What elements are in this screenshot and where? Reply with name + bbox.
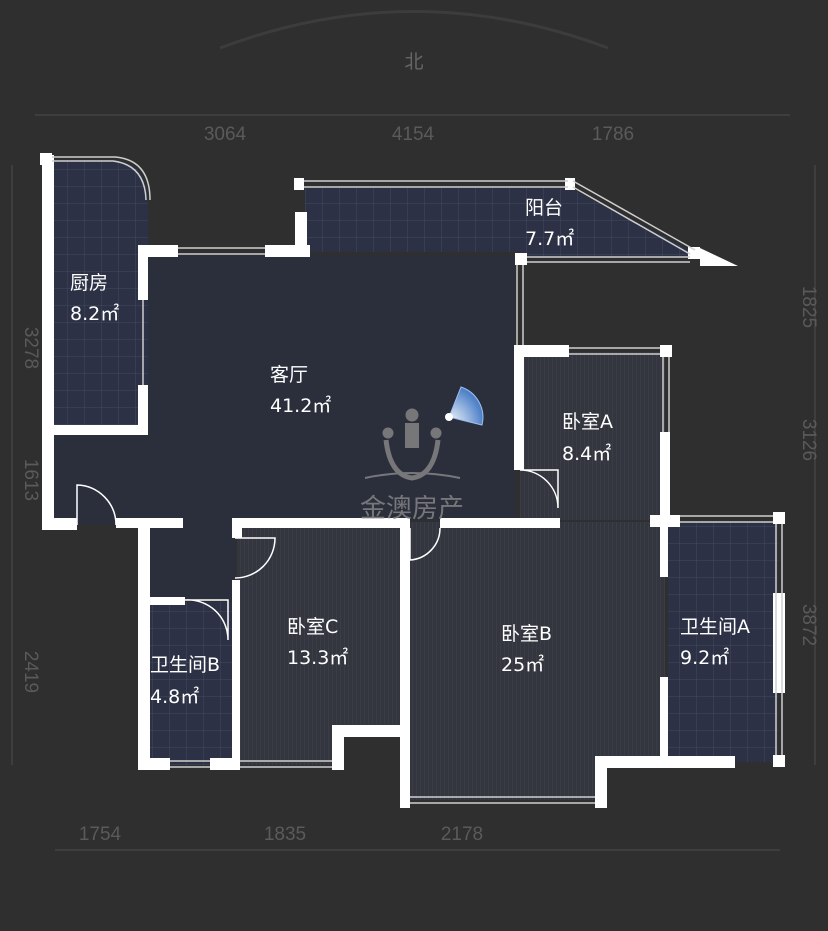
balcony-name: 阳台 — [525, 197, 563, 219]
dim-bottom-2: 1835 — [264, 824, 306, 845]
bathroom-b-name: 卫生间B — [150, 654, 220, 676]
kitchen-area: 8.2㎡ — [70, 302, 119, 325]
bathroom-a-name: 卫生间A — [680, 616, 750, 638]
living-room-floor — [50, 255, 515, 600]
dim-top-1: 3064 — [204, 124, 247, 145]
bedroom-b-area: 25㎡ — [501, 653, 544, 676]
walls — [40, 153, 785, 808]
watermark-text: 金澳房产 — [360, 494, 464, 524]
compass-arc — [219, 10, 609, 50]
kitchen-floor — [52, 160, 148, 432]
doors — [76, 469, 559, 641]
balcony-area: 7.7㎡ — [525, 227, 574, 250]
dim-bottom-3: 2178 — [441, 824, 483, 845]
north-label: 北 — [404, 51, 423, 73]
bedroom-c-area: 13.3㎡ — [287, 646, 348, 669]
watermark-logo: 金澳房产 — [360, 408, 464, 524]
bathroom-b-floor — [150, 602, 235, 765]
view-cone-icon — [448, 386, 484, 426]
dim-top-2: 4154 — [392, 124, 435, 145]
dim-right-2: 3126 — [798, 419, 819, 461]
dim-bottom-1: 1754 — [79, 824, 122, 845]
bedroom-c-name: 卧室C — [287, 616, 338, 638]
living-room-name: 客厅 — [270, 364, 308, 386]
dim-top-3: 1786 — [592, 124, 634, 145]
dim-left-3: 2419 — [20, 651, 41, 693]
bedroom-c-floor — [237, 522, 403, 765]
bedroom-b-floor — [405, 522, 665, 800]
living-room-area: 41.2㎡ — [270, 394, 331, 417]
bathroom-b-area: 4.8㎡ — [150, 685, 199, 708]
windows — [52, 156, 783, 804]
dimension-lines — [11, 114, 816, 851]
bedroom-a-floor — [520, 352, 665, 520]
bathroom-a-area: 9.2㎡ — [680, 646, 729, 669]
dim-left-2: 1613 — [20, 459, 41, 501]
balcony-floor — [305, 188, 705, 258]
dim-left-1: 3278 — [20, 327, 41, 369]
bedroom-a-name: 卧室A — [562, 411, 613, 433]
kitchen-name: 厨房 — [70, 272, 108, 294]
balcony-tip — [700, 248, 738, 266]
bedroom-a-area: 8.4㎡ — [562, 442, 611, 465]
dim-right-1: 1825 — [798, 286, 819, 328]
bathroom-a-floor — [668, 522, 778, 762]
dim-right-3: 3872 — [798, 604, 819, 646]
bedroom-b-name: 卧室B — [501, 623, 552, 645]
